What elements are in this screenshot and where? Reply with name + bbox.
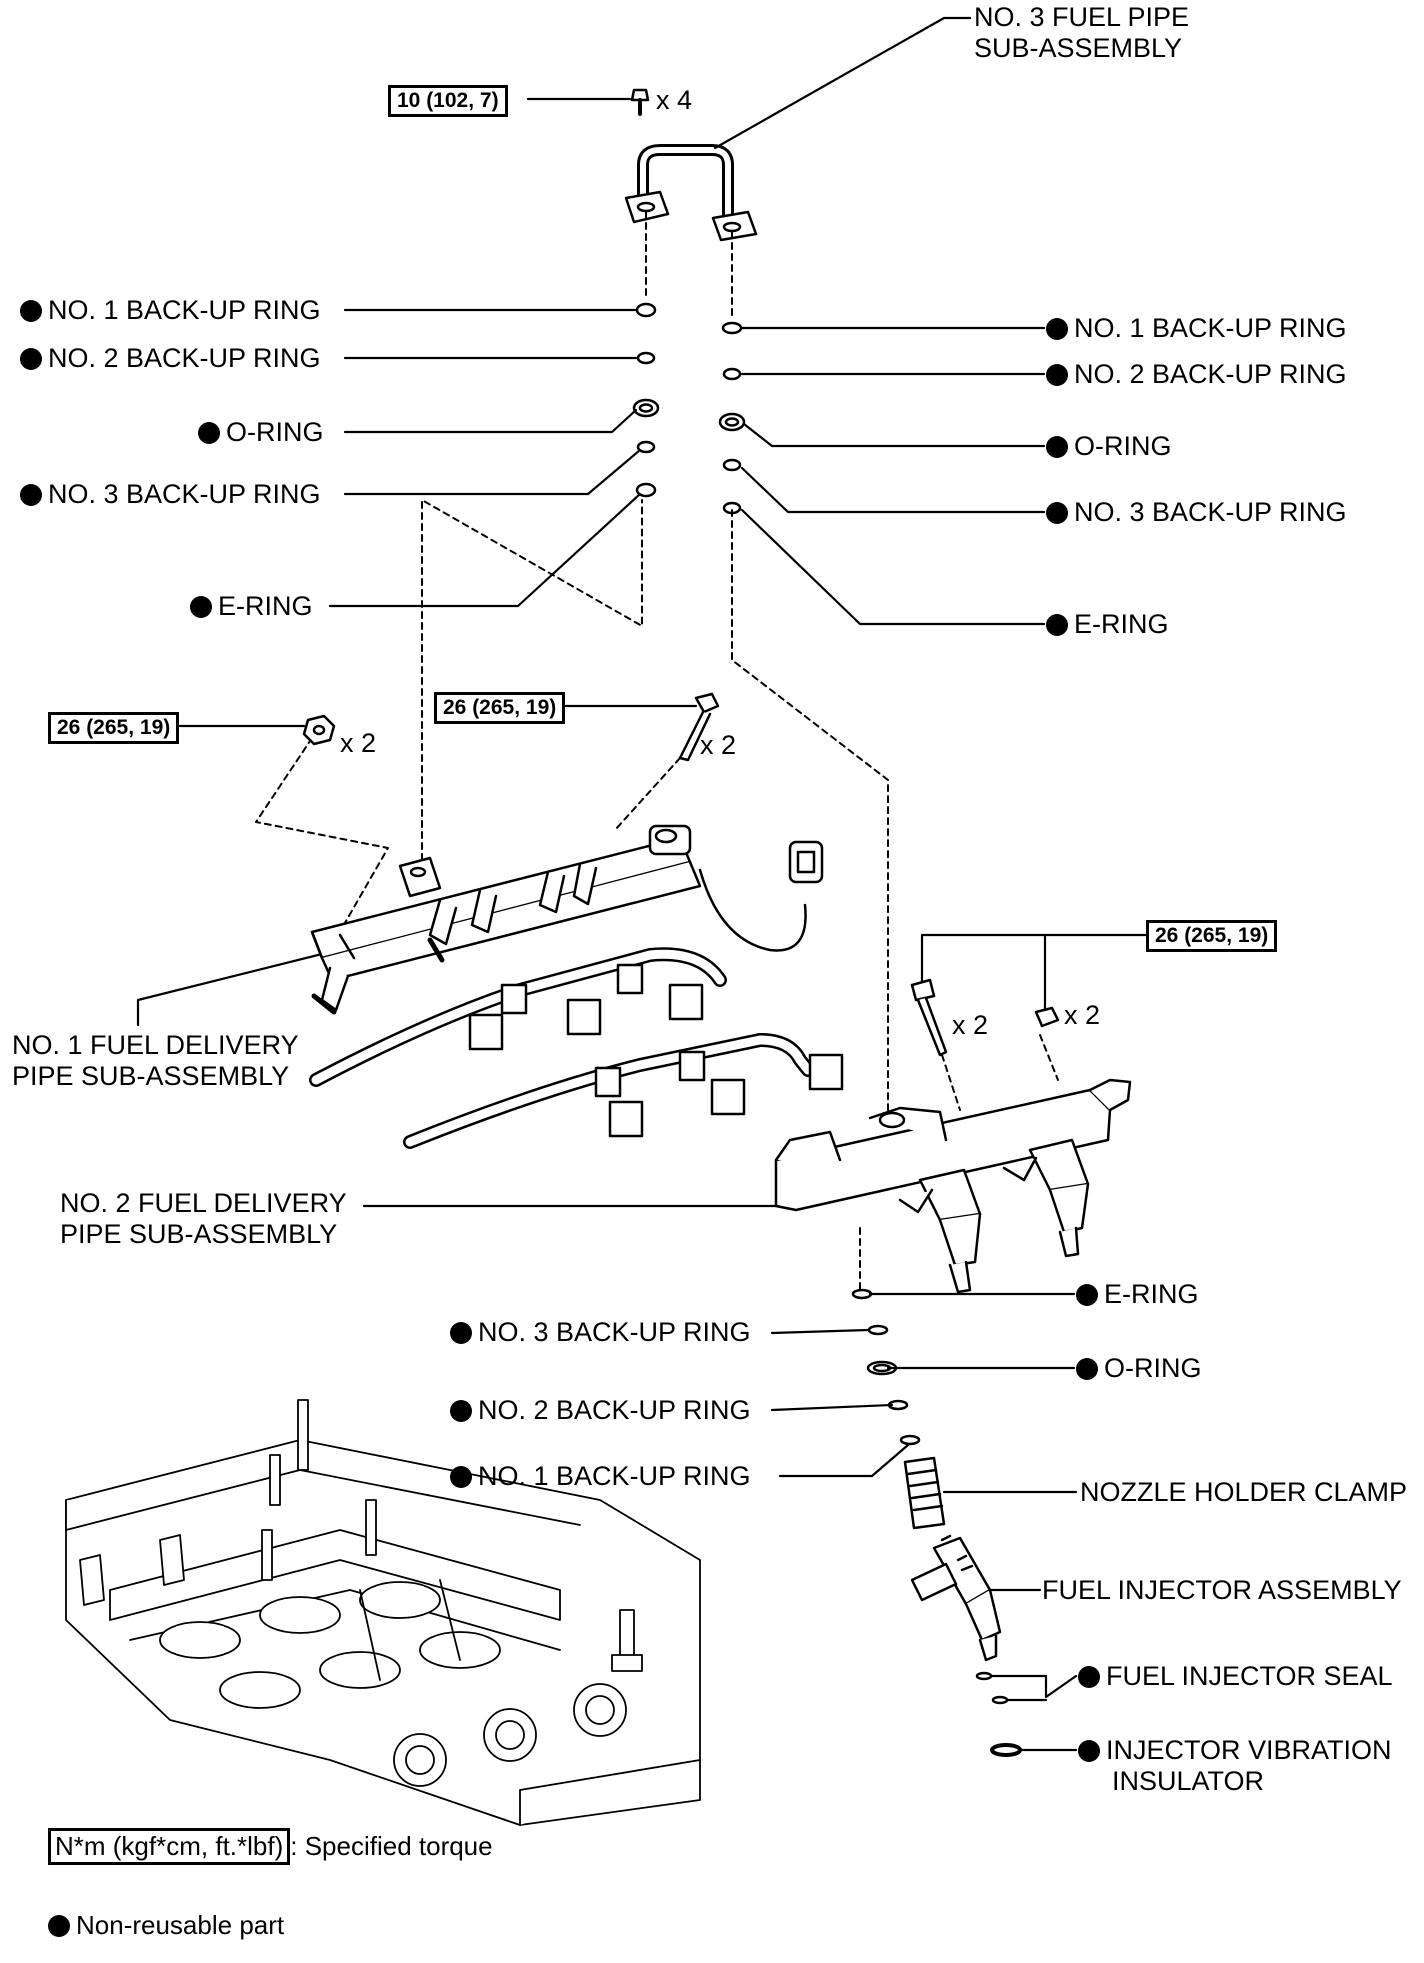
rail-nut-left-quantity: x 2 <box>340 728 377 758</box>
rail-nut-left-drawing <box>302 714 336 746</box>
right-o-ring-label: O-RING <box>1046 431 1172 462</box>
left-e-ring-text: E-RING <box>218 591 313 621</box>
no1-delivery-pipe-line2: PIPE SUB-ASSEMBLY <box>12 1061 290 1091</box>
bottom-backup-ring-2-label: NO. 2 BACK-UP RING <box>450 1395 751 1426</box>
bottom-backup-ring-3-label: NO. 3 BACK-UP RING <box>450 1317 751 1348</box>
left-backup-ring-3-label: NO. 3 BACK-UP RING <box>20 479 321 510</box>
torque-legend: N*m (kgf*cm, ft.*lbf): Specified torque <box>48 1828 493 1865</box>
non-reusable-dot-icon <box>198 422 220 444</box>
non-reusable-legend-text: Non-reusable part <box>76 1910 285 1940</box>
left-backup-ring-2-text: NO. 2 BACK-UP RING <box>48 343 321 373</box>
left-o-ring-text: O-RING <box>226 417 324 447</box>
vibration-insulator-label: INJECTOR VIBRATION INSULATOR <box>1078 1735 1392 1797</box>
non-reusable-dot-icon <box>1078 1740 1100 1762</box>
non-reusable-dot-icon <box>1046 502 1068 524</box>
rail-nut-right-quantity: x 2 <box>1064 1000 1101 1030</box>
no2-delivery-pipe-label: NO. 2 FUEL DELIVERY PIPE SUB-ASSEMBLY <box>60 1188 347 1250</box>
left-ring-stack <box>632 302 660 498</box>
rail-bolts-right-drawing <box>910 978 1060 1057</box>
right-backup-ring-1-label: NO. 1 BACK-UP RING <box>1046 313 1347 344</box>
fuel-pipe-label: NO. 3 FUEL PIPE SUB-ASSEMBLY <box>974 2 1189 64</box>
left-backup-ring-1-text: NO. 1 BACK-UP RING <box>48 295 321 325</box>
torque-rail-bolt-center: 26 (265, 19) <box>434 692 566 724</box>
torque-legend-desc: : Specified torque <box>290 1831 493 1861</box>
right-backup-ring-3-label: NO. 3 BACK-UP RING <box>1046 497 1347 528</box>
no1-delivery-pipe-label: NO. 1 FUEL DELIVERY PIPE SUB-ASSEMBLY <box>12 1030 299 1092</box>
nozzle-holder-clamp-label: NOZZLE HOLDER CLAMP <box>1080 1477 1408 1507</box>
vibration-insulator-drawing <box>990 1743 1022 1757</box>
right-e-ring-text: E-RING <box>1074 609 1169 639</box>
right-backup-ring-1-text: NO. 1 BACK-UP RING <box>1074 313 1347 343</box>
rail-bolt-center-quantity: x 2 <box>700 730 737 760</box>
torque-rail-fasteners-right: 26 (265, 19) <box>1146 920 1278 952</box>
vibration-insulator-line2: INSULATOR <box>1112 1766 1265 1796</box>
right-backup-ring-2-label: NO. 2 BACK-UP RING <box>1046 359 1347 390</box>
left-o-ring-label: O-RING <box>198 417 324 448</box>
no2-delivery-pipe-line2: PIPE SUB-ASSEMBLY <box>60 1219 338 1249</box>
fuel-pipe-label-line2: SUB-ASSEMBLY <box>974 33 1183 63</box>
non-reusable-legend: Non-reusable part <box>48 1910 284 1941</box>
non-reusable-dot-icon <box>1078 1666 1100 1688</box>
non-reusable-dot-icon <box>20 484 42 506</box>
rail-bolt-right-quantity: x 2 <box>952 1010 989 1040</box>
bottom-backup-ring-2-text: NO. 2 BACK-UP RING <box>478 1395 751 1425</box>
non-reusable-dot-icon <box>1046 614 1068 636</box>
no2-delivery-pipe-line1: NO. 2 FUEL DELIVERY <box>60 1188 347 1218</box>
non-reusable-dot-icon <box>450 1466 472 1488</box>
dashed-guides <box>255 211 1059 1291</box>
pipe-bolt-quantity: x 4 <box>656 85 693 115</box>
nozzle-holder-clamp-drawing <box>903 1456 946 1530</box>
no1-delivery-pipe-drawing <box>310 824 824 1015</box>
fuel-injector-label: FUEL INJECTOR ASSEMBLY <box>1042 1575 1402 1605</box>
bottom-backup-ring-3-text: NO. 3 BACK-UP RING <box>478 1317 751 1347</box>
no1-delivery-pipe-line1: NO. 1 FUEL DELIVERY <box>12 1030 299 1060</box>
bottom-ring-stack <box>851 1288 921 1446</box>
fuel-injector-seal-drawing <box>975 1671 1009 1705</box>
no3-fuel-pipe-drawing <box>624 144 758 242</box>
fuel-injector-seal-text: FUEL INJECTOR SEAL <box>1106 1661 1393 1691</box>
engine-locator-drawing <box>65 1399 701 1826</box>
left-backup-ring-3-text: NO. 3 BACK-UP RING <box>48 479 321 509</box>
bottom-backup-ring-1-label: NO. 1 BACK-UP RING <box>450 1461 751 1492</box>
leader-lines <box>136 16 1148 1752</box>
fuel-pipe-label-line1: NO. 3 FUEL PIPE <box>974 2 1190 32</box>
right-backup-ring-3-text: NO. 3 BACK-UP RING <box>1074 497 1347 527</box>
non-reusable-dot-icon <box>1046 436 1068 458</box>
non-reusable-dot-icon <box>450 1400 472 1422</box>
wire-harness-drawing <box>309 947 844 1149</box>
no2-delivery-pipe-drawing <box>774 1078 1132 1294</box>
non-reusable-dot-icon <box>20 348 42 370</box>
bottom-o-ring-label: O-RING <box>1076 1353 1202 1384</box>
non-reusable-dot-icon <box>1046 364 1068 386</box>
fuel-injector-seal-label: FUEL INJECTOR SEAL <box>1078 1661 1393 1692</box>
non-reusable-dot-icon <box>1076 1284 1098 1306</box>
left-e-ring-label: E-RING <box>190 591 313 622</box>
torque-pipe-bolt: 10 (102, 7) <box>388 85 508 117</box>
non-reusable-dot-icon <box>20 300 42 322</box>
vibration-insulator-line1: INJECTOR VIBRATION <box>1106 1735 1392 1765</box>
fuel-injector-drawing <box>910 1534 1002 1662</box>
right-ring-stack <box>718 321 746 515</box>
bottom-e-ring-label: E-RING <box>1076 1279 1199 1310</box>
left-backup-ring-1-label: NO. 1 BACK-UP RING <box>20 295 321 326</box>
right-e-ring-label: E-RING <box>1046 609 1169 640</box>
non-reusable-dot-icon <box>48 1915 70 1937</box>
right-o-ring-text: O-RING <box>1074 431 1172 461</box>
bottom-o-ring-text: O-RING <box>1104 1353 1202 1383</box>
torque-legend-unit: N*m (kgf*cm, ft.*lbf) <box>48 1828 291 1865</box>
left-backup-ring-2-label: NO. 2 BACK-UP RING <box>20 343 321 374</box>
bottom-backup-ring-1-text: NO. 1 BACK-UP RING <box>478 1461 751 1491</box>
right-backup-ring-2-text: NO. 2 BACK-UP RING <box>1074 359 1347 389</box>
non-reusable-dot-icon <box>190 596 212 618</box>
non-reusable-dot-icon <box>450 1322 472 1344</box>
bottom-e-ring-text: E-RING <box>1104 1279 1199 1309</box>
pipe-bolt-drawing <box>630 88 650 116</box>
non-reusable-dot-icon <box>1046 318 1068 340</box>
non-reusable-dot-icon <box>1076 1358 1098 1380</box>
rail-bolt-center-drawing <box>678 692 720 762</box>
torque-rail-nut-left: 26 (265, 19) <box>48 712 180 744</box>
